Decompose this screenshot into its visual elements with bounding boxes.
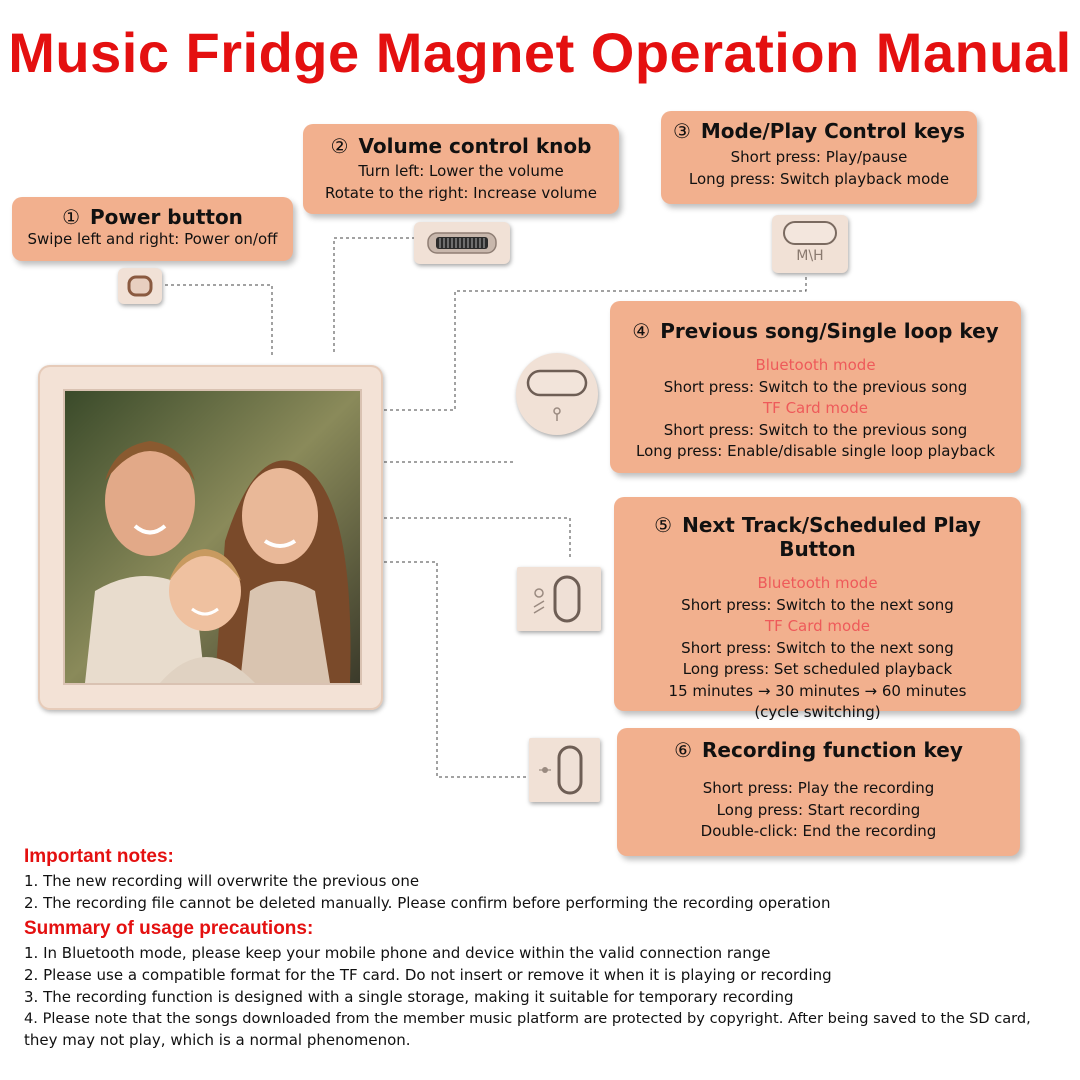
precaution-item: 2. Please use a compatible format for th… xyxy=(24,966,832,984)
number-badge: ④ xyxy=(632,319,651,343)
mode-play-callout: ③ Mode/Play Control keys Short press: Pla… xyxy=(661,111,977,204)
number-badge: ② xyxy=(330,134,349,158)
power-switch-icon xyxy=(127,275,153,297)
callout-line: 15 minutes → 30 minutes → 60 minutes xyxy=(668,681,967,700)
number-badge: ③ xyxy=(672,119,691,143)
precautions-heading: Summary of usage precautions: xyxy=(24,918,314,939)
callout-heading: Volume control knob xyxy=(358,134,592,158)
callout-heading: Previous song/Single loop key xyxy=(660,319,999,343)
recording-key-callout: ⑥ Recording function key Short press: Pla… xyxy=(617,728,1020,856)
callout-line: (cycle switching) xyxy=(754,703,881,721)
mode-label: TF Card mode xyxy=(765,617,870,635)
mode-key-label: H/M xyxy=(796,248,824,264)
previous-key-closeup xyxy=(516,353,598,435)
number-badge: ⑥ xyxy=(674,738,693,762)
callout-line: Short press: Switch to the next song xyxy=(681,638,954,657)
callout-line: Swipe left and right: Power on/off xyxy=(27,230,278,248)
callout-line: Long press: Start recording xyxy=(716,800,921,819)
callout-line: Short press: Play the recording xyxy=(702,779,935,797)
mode-key-closeup: H/M xyxy=(772,215,848,273)
next-key-closeup xyxy=(517,567,601,631)
mode-label: TF Card mode xyxy=(763,399,868,417)
recording-key-closeup xyxy=(529,738,600,802)
fridge-magnet-frame xyxy=(38,365,383,710)
mode-key-icon xyxy=(783,221,837,245)
important-note-item: 1. The new recording will overwrite the … xyxy=(24,872,420,890)
callout-line: Short press: Switch to the previous song xyxy=(663,377,968,396)
callout-line: Short press: Switch to the next song xyxy=(681,595,954,614)
callout-heading: Power button xyxy=(90,205,243,229)
power-button-callout: ① Power button Swipe left and right: Powe… xyxy=(12,197,293,261)
callout-line: Long press: Switch playback mode xyxy=(688,169,950,188)
power-switch-closeup xyxy=(118,268,162,304)
callout-line: Long press: Set scheduled playback xyxy=(682,660,953,678)
precaution-item: 4. Please note that the songs downloaded… xyxy=(24,1010,1031,1027)
precaution-item: 3. The recording function is designed wi… xyxy=(24,988,794,1006)
callout-line: Turn left: Lower the volume xyxy=(358,162,564,180)
recording-key-icon xyxy=(539,745,583,795)
precaution-item: they may not play, which is a normal phe… xyxy=(24,1031,411,1049)
previous-key-icon xyxy=(526,369,588,421)
callout-line: Double-click: End the recording xyxy=(700,822,937,840)
callout-heading: Recording function key xyxy=(702,738,963,762)
number-badge: ⑤ xyxy=(654,513,673,537)
mode-label: Bluetooth mode xyxy=(757,574,878,592)
volume-knob-closeup xyxy=(414,222,510,264)
volume-wheel-icon xyxy=(427,232,497,254)
callout-line: Rotate to the right: Increase volume xyxy=(325,183,597,202)
important-note-item: 2. The recording file cannot be deleted … xyxy=(24,894,831,912)
family-photo-illustration xyxy=(65,391,360,683)
page-title: Music Fridge Magnet Operation Manual xyxy=(8,21,1072,84)
number-badge: ① xyxy=(62,205,80,229)
next-key-icon xyxy=(533,575,581,623)
callout-heading: Mode/Play Control keys xyxy=(700,119,966,143)
mode-label: Bluetooth mode xyxy=(755,356,876,374)
important-notes-heading: Important notes: xyxy=(24,846,174,867)
precaution-item: 1. In Bluetooth mode, please keep your m… xyxy=(24,944,771,962)
next-track-callout: ⑤ Next Track/Scheduled Play Button Blueto… xyxy=(614,497,1021,721)
previous-song-callout: ④ Previous song/Single loop key Bluetooth… xyxy=(610,301,1021,473)
callout-line: Long press: Enable/disable single loop p… xyxy=(635,442,996,460)
family-photo xyxy=(63,389,362,685)
callout-heading: Next Track/Scheduled Play Button xyxy=(682,513,981,561)
callout-line: Short press: Switch to the previous song xyxy=(663,420,968,439)
volume-knob-callout: ② Volume control knob Turn left: Lower th… xyxy=(303,124,619,214)
callout-line: Short press: Play/pause xyxy=(730,148,908,166)
